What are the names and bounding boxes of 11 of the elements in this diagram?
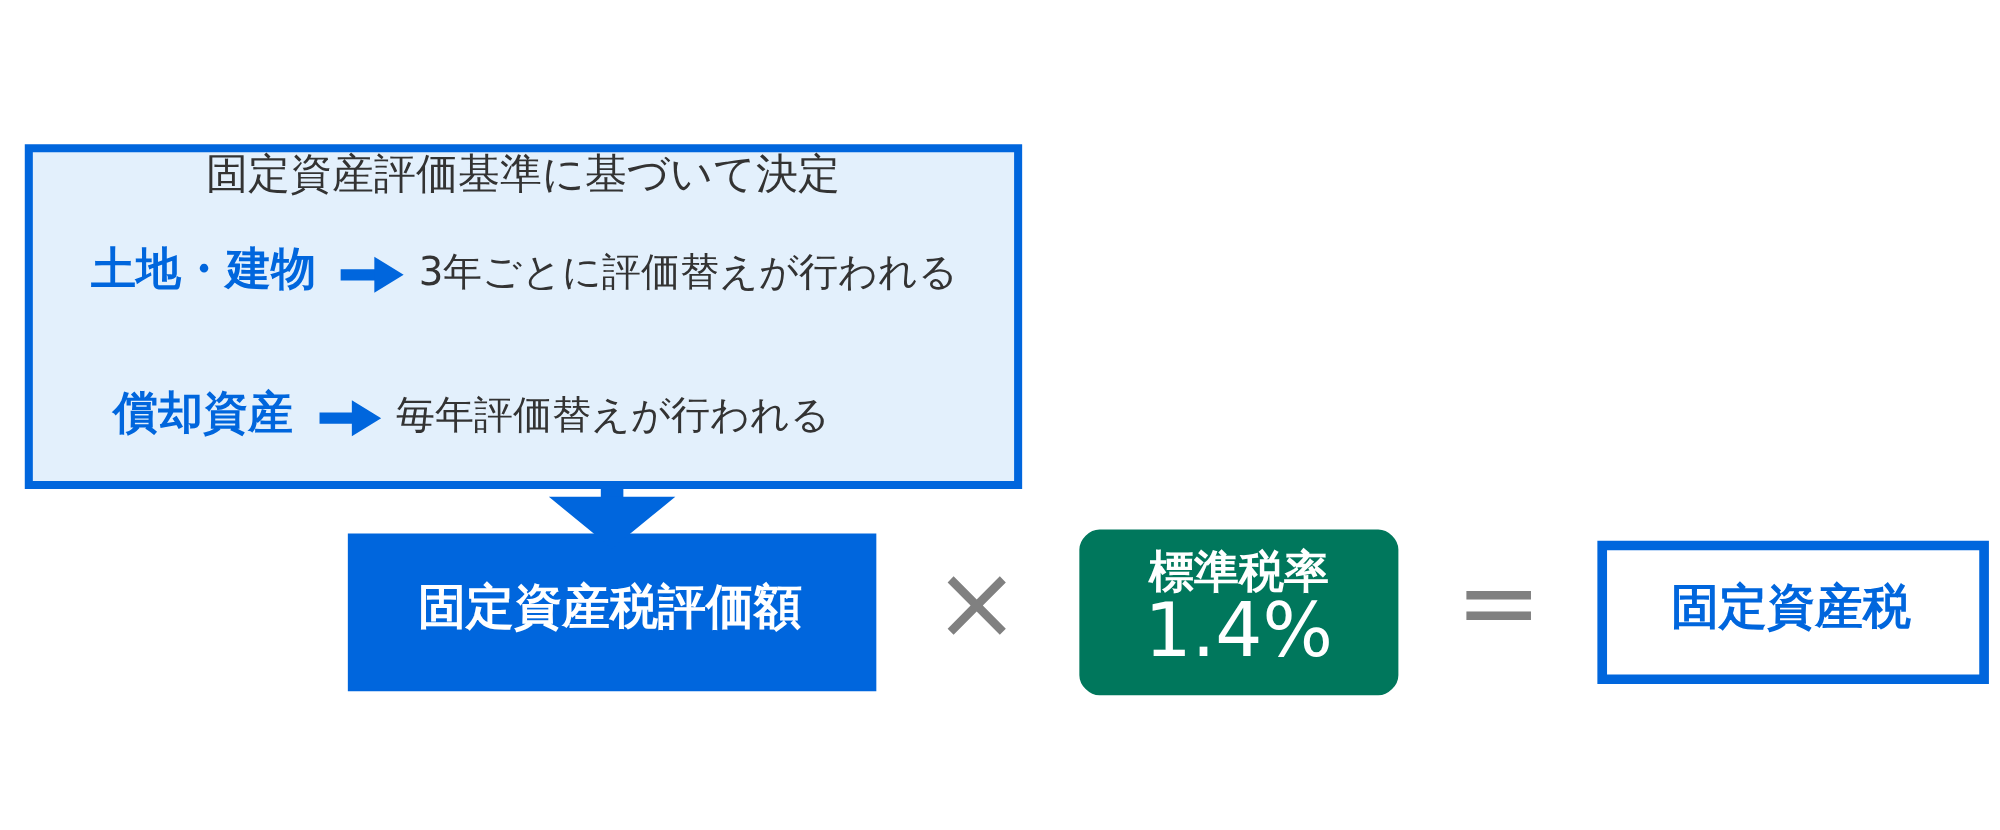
node-text: 3年ごとに評価替えが行われる	[418, 248, 959, 294]
node-text: 償却資産	[112, 385, 293, 439]
node-text: 土地・建物	[90, 242, 316, 296]
node-text: 毎年評価替えが行われる	[396, 392, 831, 438]
arrow	[340, 256, 404, 293]
node-box: 固定資産税評価額	[347, 533, 877, 692]
arrow	[319, 400, 382, 437]
label: ×	[933, 542, 1020, 663]
node-box: 固定資産税	[1597, 540, 1989, 685]
node-box: 標準税率 1.4%	[1079, 529, 1399, 696]
label: =	[1455, 542, 1542, 663]
